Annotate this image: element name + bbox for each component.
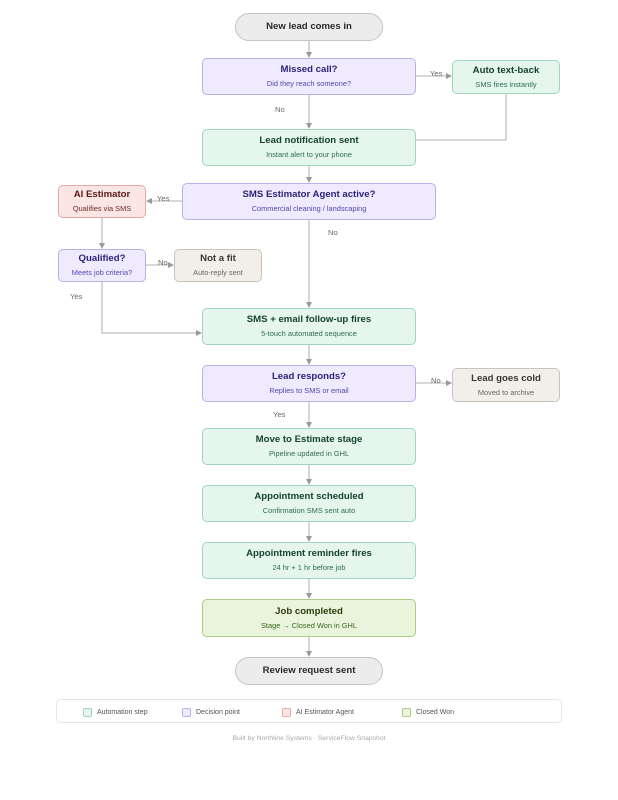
edge-label-agent-yes: Yes xyxy=(157,194,170,203)
node-title: SMS Estimator Agent active? xyxy=(242,189,376,201)
node-title: New lead comes in xyxy=(266,21,352,32)
node-subtitle: Did they reach someone? xyxy=(266,79,352,89)
node-title: Lead goes cold xyxy=(471,372,541,384)
node-subtitle: Pipeline updated in GHL xyxy=(268,449,350,459)
edge-label-missed-yes: Yes xyxy=(430,69,443,78)
node-subtitle: Confirmation SMS sent auto xyxy=(262,506,356,516)
legend-swatch-decision xyxy=(182,707,191,717)
step-appointment-reminder: Appointment reminder fires 24 hr + 1 hr … xyxy=(202,542,416,579)
node-subtitle: Meets job criteria? xyxy=(71,268,133,278)
node-subtitle: 5-touch automated sequence xyxy=(261,329,357,339)
node-subtitle: Replies to SMS or email xyxy=(269,386,349,396)
edge-label-agent-no: No xyxy=(328,228,338,237)
node-title: Job completed xyxy=(275,605,343,617)
node-subtitle: Moved to archive xyxy=(477,387,535,397)
decision-qualified: Qualified? Meets job criteria? xyxy=(58,249,146,282)
node-subtitle: Qualifies via SMS xyxy=(72,204,132,214)
node-title: Qualified? xyxy=(78,253,126,265)
edge-label-responds-no: No xyxy=(431,376,441,385)
decision-lead-responds: Lead responds? Replies to SMS or email xyxy=(202,365,416,402)
step-appointment-scheduled: Appointment scheduled Confirmation SMS s… xyxy=(202,485,416,522)
edge-label-qualified-no: No xyxy=(158,258,168,267)
node-subtitle: Instant alert to your phone xyxy=(266,150,352,160)
legend-swatch-won xyxy=(402,707,411,717)
legend-label: Automation step xyxy=(97,708,148,716)
node-title: AI Estimator xyxy=(73,189,131,201)
edge-autotext-to-notif xyxy=(416,93,507,141)
legend-item-decision: Decision point xyxy=(182,700,240,724)
end-not-a-fit: Not a fit Auto-reply sent xyxy=(174,249,262,282)
legend-item-won: Closed Won xyxy=(402,700,454,724)
edge-qualified-yes xyxy=(101,282,202,336)
step-lead-notification: Lead notification sent Instant alert to … xyxy=(202,129,416,166)
node-title: Appointment scheduled xyxy=(254,491,364,503)
agent-ai-estimator: AI Estimator Qualifies via SMS xyxy=(58,185,146,218)
edge-label-responds-yes: Yes xyxy=(273,410,286,419)
node-subtitle: 24 hr + 1 hr before job xyxy=(272,563,346,573)
legend-item-automation: Automation step xyxy=(83,700,148,724)
decision-sms-agent: SMS Estimator Agent active? Commercial c… xyxy=(182,183,436,220)
edge-label-missed-no: No xyxy=(275,105,285,114)
legend-swatch-automation xyxy=(83,707,92,717)
step-auto-text-back: Auto text-back SMS fires instantly xyxy=(452,60,560,94)
legend-label: AI Estimator Agent xyxy=(296,708,354,716)
node-title: Missed call? xyxy=(280,64,338,76)
legend-swatch-ai xyxy=(282,707,291,717)
footer-credit: Built by Northline Systems · ServiceFlow… xyxy=(232,735,386,742)
node-subtitle: Stage → Closed Won in GHL xyxy=(261,620,357,630)
step-move-to-estimate: Move to Estimate stage Pipeline updated … xyxy=(202,428,416,465)
node-title: Auto text-back xyxy=(472,64,540,76)
node-title: SMS + email follow-up fires xyxy=(246,314,372,326)
node-title: Lead notification sent xyxy=(259,135,359,147)
step-job-completed: Job completed Stage → Closed Won in GHL xyxy=(202,599,416,637)
node-subtitle: Commercial cleaning / landscaping xyxy=(251,204,367,214)
end-node-review-request: Review request sent xyxy=(235,657,383,685)
decision-missed-call: Missed call? Did they reach someone? xyxy=(202,58,416,95)
step-followup-fires: SMS + email follow-up fires 5-touch auto… xyxy=(202,308,416,345)
node-subtitle: SMS fires instantly xyxy=(475,79,537,89)
node-title: Lead responds? xyxy=(271,371,347,383)
end-lead-goes-cold: Lead goes cold Moved to archive xyxy=(452,368,560,402)
start-node-new-lead: New lead comes in xyxy=(235,13,383,41)
node-title: Move to Estimate stage xyxy=(255,434,363,446)
node-title: Review request sent xyxy=(262,665,356,676)
edge-label-qualified-yes: Yes xyxy=(70,292,83,301)
legend-item-ai: AI Estimator Agent xyxy=(282,700,354,724)
legend-label: Decision point xyxy=(196,708,240,716)
legend: Automation step Decision point AI Estima… xyxy=(56,699,562,723)
node-title: Appointment reminder fires xyxy=(246,548,372,560)
node-title: Not a fit xyxy=(200,253,236,265)
node-subtitle: Auto-reply sent xyxy=(193,268,243,278)
legend-label: Closed Won xyxy=(416,708,455,716)
